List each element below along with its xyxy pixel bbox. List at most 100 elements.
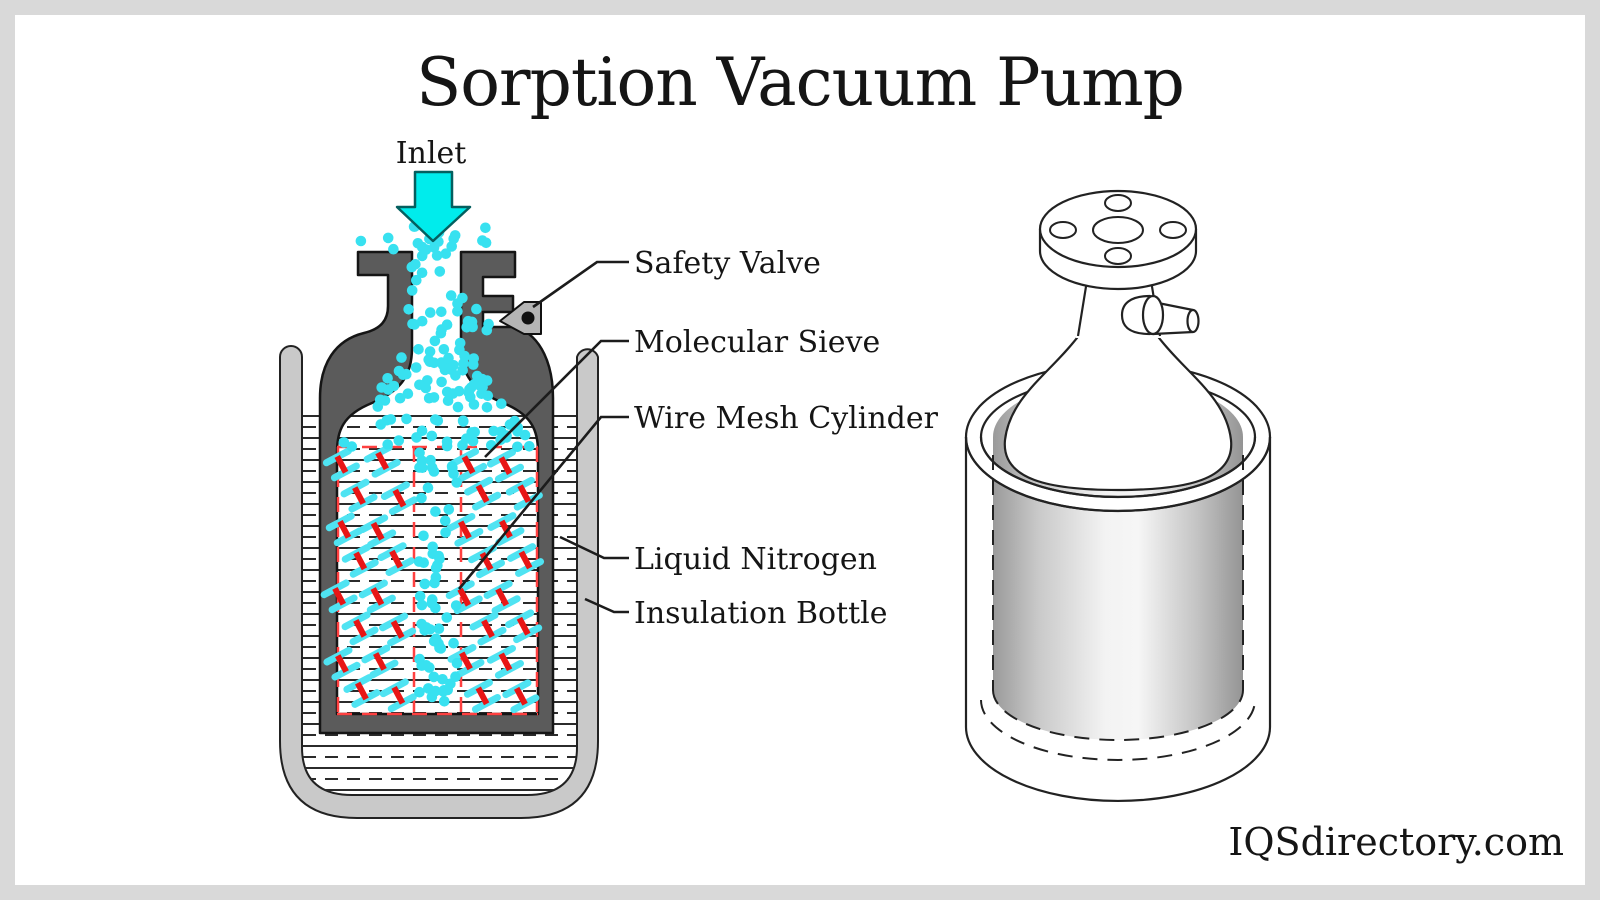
gas-dot: [496, 398, 507, 410]
gas-dot: [382, 232, 394, 244]
gas-dot: [420, 660, 432, 671]
gas-dot: [441, 612, 453, 623]
gas-dot: [481, 402, 493, 413]
gas-dot: [488, 425, 500, 437]
gas-dot: [411, 274, 422, 286]
gas-dot: [414, 447, 425, 459]
sieve-glyph: [483, 580, 521, 614]
label-liquid-nitrogen: Liquid Nitrogen: [634, 542, 877, 577]
gas-dot: [468, 353, 480, 364]
gas-dot: [430, 633, 442, 645]
gas-dot: [519, 429, 531, 441]
gas-dot: [442, 395, 454, 407]
sieve-glyph: [463, 679, 501, 713]
sieve-connector: [475, 686, 490, 706]
sieve-glyph: [343, 674, 381, 708]
sieve-connector: [513, 686, 528, 706]
iso-rim-front-arcs: [964, 436, 1272, 513]
sieve-connector: [391, 685, 406, 705]
gas-dot: [451, 657, 463, 669]
molecular-sieve-leader: [484, 339, 629, 458]
label-inlet: Inlet: [395, 136, 467, 171]
gas-dot: [410, 259, 421, 270]
sieve-connector: [353, 551, 368, 571]
gas-dot: [413, 344, 424, 355]
sieve-glyph: [487, 512, 525, 546]
sieve-glyph: [380, 481, 418, 516]
gas-dot: [435, 643, 447, 654]
gas-dot: [388, 380, 400, 392]
sieve-connector: [498, 456, 513, 475]
gas-dot: [355, 235, 367, 247]
sieve-glyph: [505, 609, 543, 644]
label-safety-valve: Safety Valve: [634, 246, 821, 281]
sieve-glyph: [379, 678, 417, 713]
sieve-connector: [457, 587, 472, 607]
gas-dot: [443, 352, 454, 364]
gas-dot: [476, 388, 487, 400]
gas-dot: [429, 335, 441, 347]
sieve-glyph: [341, 611, 379, 646]
gas-dot: [452, 306, 463, 317]
sieve-connector: [495, 587, 510, 607]
sieve-connector: [332, 586, 347, 606]
sieve-connector: [370, 521, 385, 541]
sieve-connector: [335, 654, 349, 674]
sieve-glyph: [507, 543, 545, 577]
gas-dot: [428, 466, 440, 477]
sieve-connector: [517, 484, 532, 504]
sieve-glyph: [320, 579, 358, 614]
gas-dot: [436, 376, 447, 388]
sieve-connector: [499, 519, 513, 539]
leader-lines: [457, 260, 629, 614]
gas-dot: [407, 318, 418, 330]
gas-dot: [430, 602, 441, 614]
gas-dot: [393, 365, 405, 377]
gas-dot: [449, 230, 461, 241]
gas-dot: [440, 248, 452, 259]
gas-dot: [419, 578, 431, 590]
gas-dot: [524, 441, 535, 452]
gas-dot: [346, 441, 358, 452]
gas-dot: [512, 441, 523, 453]
gas-dot: [471, 370, 483, 382]
gas-dot: [401, 413, 412, 425]
gas-dot: [416, 492, 427, 504]
wire-mesh-leader: [457, 415, 629, 590]
sieve-connector: [334, 455, 349, 474]
sieve-connector: [479, 551, 494, 571]
gas-dot: [420, 244, 432, 255]
sieve-glyph: [502, 679, 540, 714]
iso-bolt-hole-north: [1104, 194, 1132, 212]
sieve-glyph: [323, 646, 361, 681]
page-title: Sorption Vacuum Pump: [416, 44, 1185, 121]
gas-dot: [432, 415, 444, 427]
gas-dot: [434, 266, 446, 277]
gas-dot: [433, 623, 445, 634]
sieve-glyph: [322, 447, 360, 482]
gas-dot: [416, 267, 428, 279]
sieve-connector: [516, 616, 531, 636]
gas-dot: [457, 415, 469, 427]
gas-dot: [412, 238, 424, 249]
sieve-connector: [498, 652, 513, 672]
gas-dot: [422, 482, 434, 494]
gas-dot: [481, 324, 493, 336]
iso-dewar-walls: [964, 437, 1272, 803]
gas-dot: [436, 306, 447, 318]
sieve-glyph: [467, 544, 506, 579]
gas-dot: [438, 685, 450, 696]
safety-valve-pin: [521, 311, 535, 325]
sieve-connector: [390, 620, 405, 639]
sieve-glyph: [379, 612, 417, 647]
safety-valve-shape: [499, 301, 542, 335]
sieve-connector: [458, 520, 472, 540]
gas-dot: [435, 327, 447, 339]
gas-dot: [439, 696, 450, 707]
gas-dot: [375, 419, 387, 430]
watermark: IQSdirectory.com: [1228, 820, 1564, 864]
sieve-connector: [481, 619, 495, 638]
gas-dot: [411, 432, 422, 443]
gas-dot: [416, 618, 427, 630]
